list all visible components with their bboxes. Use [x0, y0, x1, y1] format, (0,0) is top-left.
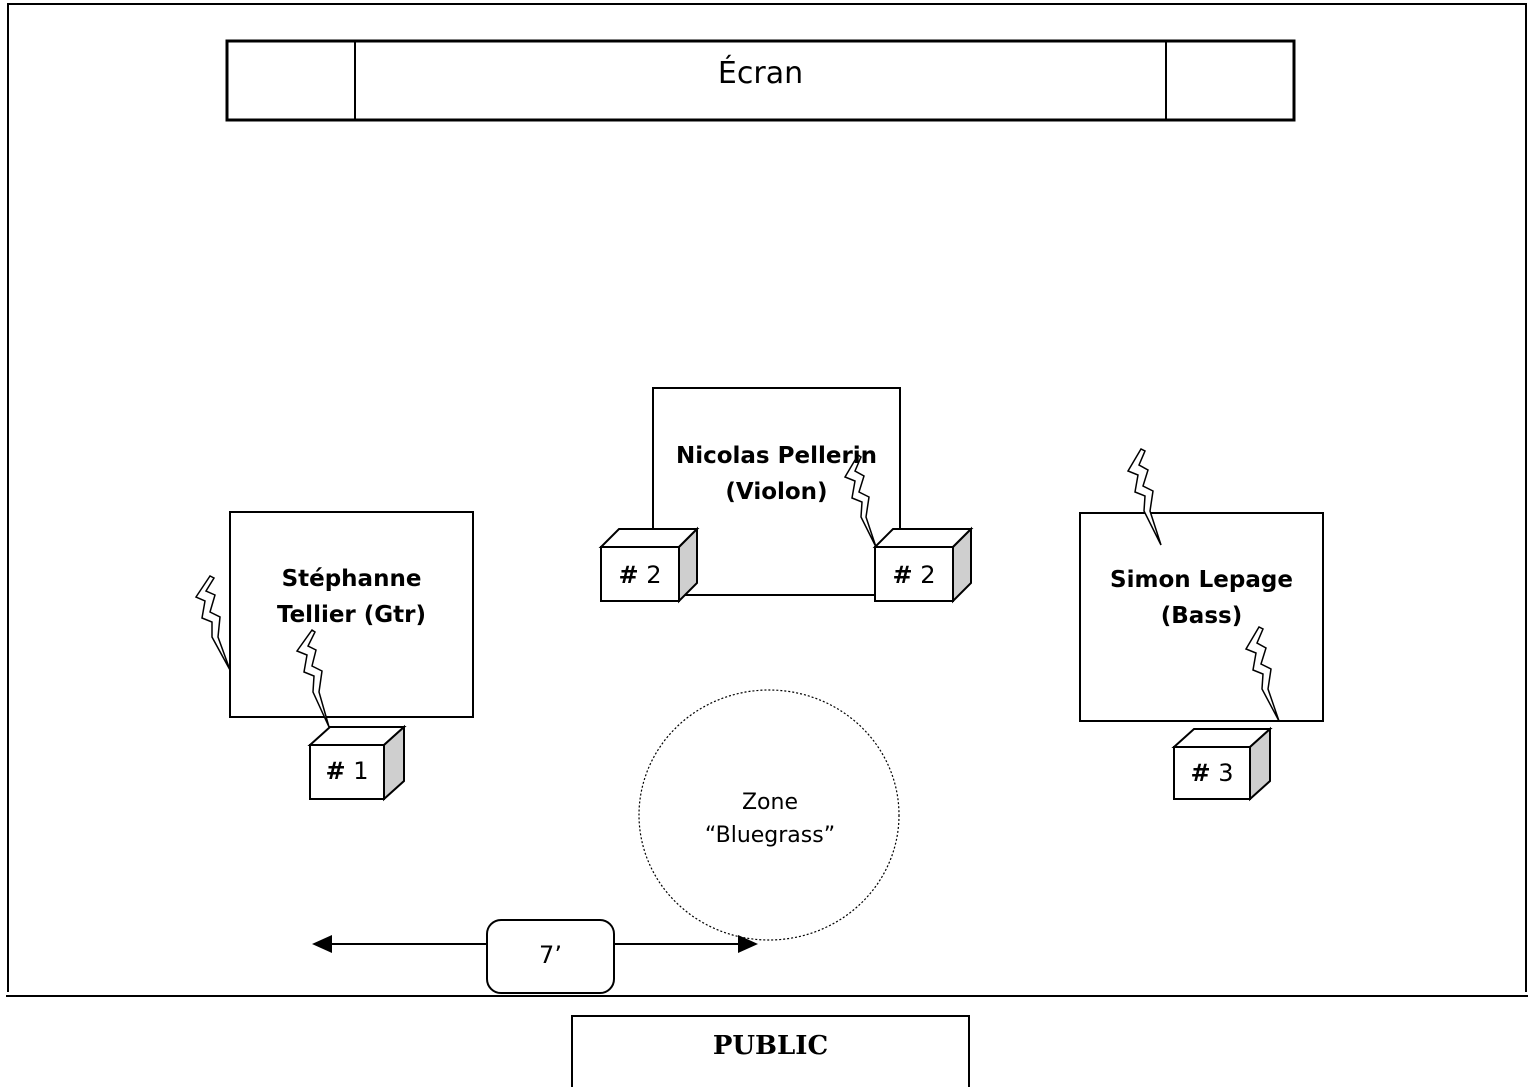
violin-name-line2: (Violon) — [725, 478, 828, 505]
monitor-wedge-2-right — [872, 526, 974, 604]
guitar-musician-name: Stéphanne Tellier (Gtr) — [230, 562, 473, 633]
audience-box — [571, 1015, 970, 1087]
power-bolt-icon — [1126, 448, 1162, 546]
monitor-hash: # — [325, 757, 346, 785]
violin-name-line1: Nicolas Pellerin — [675, 443, 878, 469]
monitor-hash: # — [618, 561, 639, 589]
monitor-number: 1 — [353, 757, 369, 785]
power-bolt-icon — [295, 628, 330, 728]
screen-box — [225, 39, 1296, 122]
guitar-name-line1: Stéphanne — [281, 566, 422, 592]
power-bolt-icon — [1244, 626, 1280, 722]
monitor-wedge-1 — [307, 724, 407, 802]
monitor-label-2-left: # 2 — [601, 560, 679, 591]
monitor-number: 2 — [646, 561, 662, 589]
distance-label: 7’ — [539, 941, 562, 969]
power-bolt-icon — [194, 575, 231, 671]
bluegrass-zone-circle — [638, 689, 900, 941]
bass-position-box — [1079, 512, 1324, 722]
zone-line1: Zone — [741, 790, 798, 815]
bass-name-line1: Simon Lepage — [1110, 567, 1293, 593]
monitor-label-1: # 1 — [310, 756, 384, 787]
zone-line2: “Bluegrass” — [704, 823, 836, 848]
monitor-label-3: # 3 — [1174, 758, 1250, 789]
guitar-position-box — [229, 511, 474, 718]
distance-label-box — [486, 919, 615, 994]
bass-name-line2: (Bass) — [1160, 602, 1243, 629]
monitor-wedge-2-left — [598, 526, 700, 604]
screen-label: Écran — [717, 56, 804, 91]
bass-musician-name: Simon Lepage (Bass) — [1080, 563, 1323, 634]
power-bolt-icon — [843, 453, 877, 548]
monitor-number: 3 — [1218, 759, 1234, 787]
guitar-name-line2: Tellier (Gtr) — [276, 601, 427, 628]
monitor-wedge-3 — [1171, 726, 1273, 802]
monitor-hash: # — [1190, 759, 1211, 787]
monitor-number: 2 — [920, 561, 936, 589]
monitor-hash: # — [892, 561, 913, 589]
monitor-label-2-right: # 2 — [875, 560, 953, 591]
audience-label: PUBLIC — [712, 1031, 829, 1061]
distance-arrowhead-left — [312, 935, 332, 953]
stage-outline — [7, 3, 1527, 992]
distance-arrowhead-right — [738, 935, 758, 953]
bluegrass-zone-label: Zone “Bluegrass” — [660, 786, 880, 852]
violin-musician-name: Nicolas Pellerin (Violon) — [653, 439, 900, 510]
